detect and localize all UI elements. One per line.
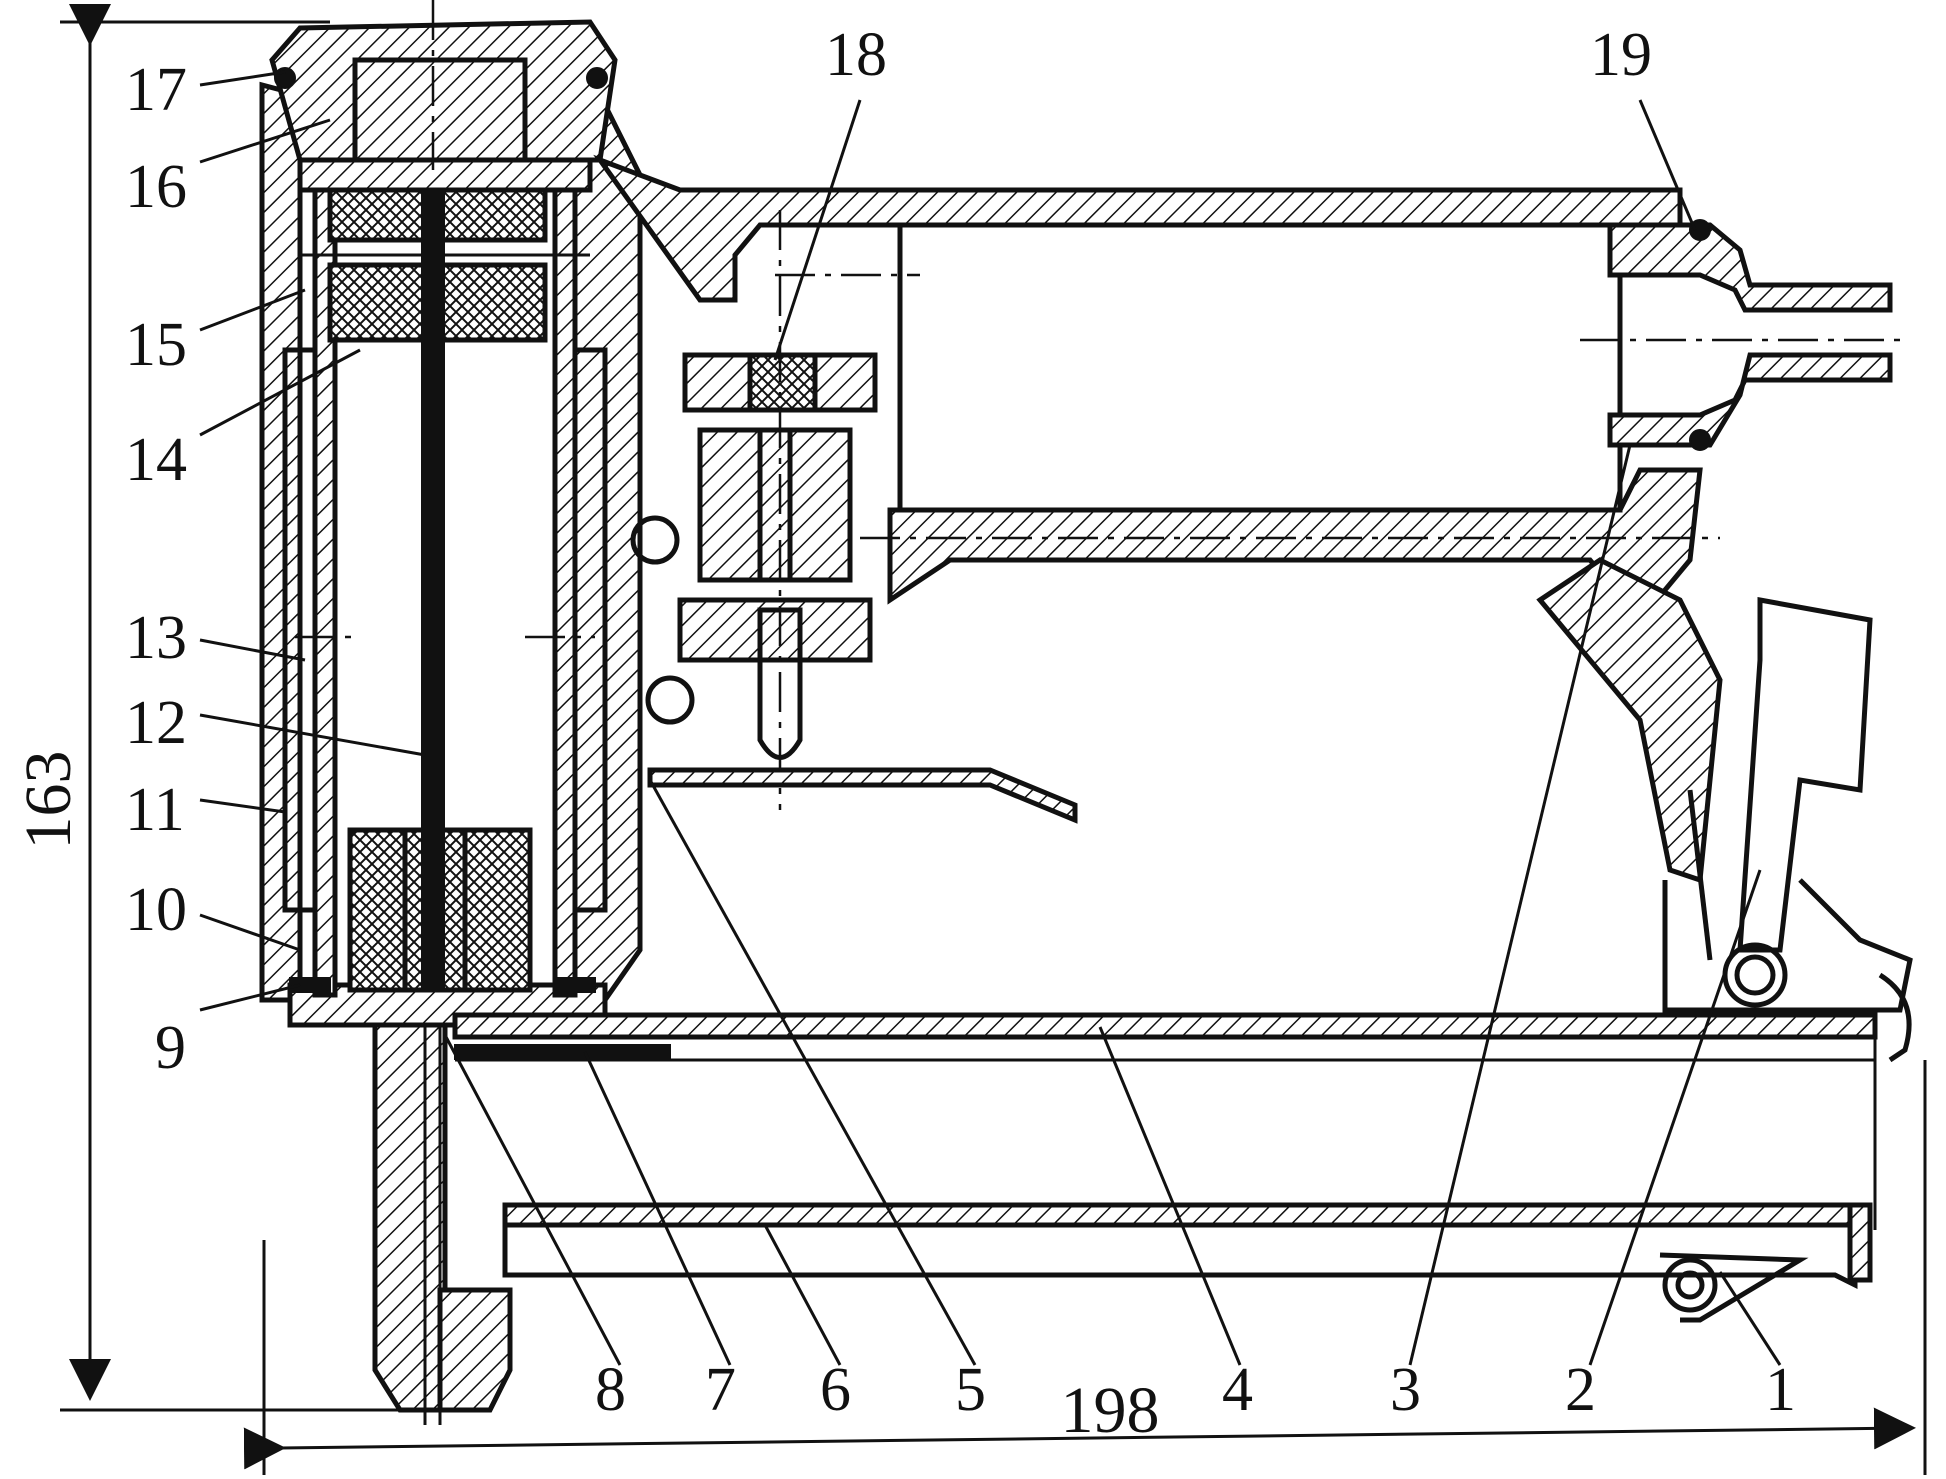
seals [274, 67, 608, 993]
callout-3: 3 [1390, 1356, 1421, 1424]
callout-16: 16 [125, 153, 187, 221]
height-dimension: 163 [12, 4, 420, 1412]
callout-7: 7 [705, 1356, 736, 1424]
callout-5: 5 [955, 1356, 986, 1424]
trigger-lever [647, 767, 1078, 824]
callout-18: 18 [825, 21, 887, 89]
callout-14: 14 [125, 426, 187, 494]
width-dimension-label: 198 [1061, 1374, 1160, 1447]
air-inlet-fitting [1607, 219, 1893, 451]
height-dimension-label: 163 [12, 751, 85, 850]
callout-1: 1 [1765, 1356, 1796, 1424]
callout-4: 4 [1222, 1356, 1253, 1424]
safety-arm [1662, 597, 1913, 1063]
callout-10: 10 [125, 876, 187, 944]
callout-15: 15 [125, 311, 187, 379]
nose-piece [372, 1022, 513, 1425]
callout-8: 8 [595, 1356, 626, 1424]
callout-17: 17 [125, 56, 187, 124]
magazine-rail [452, 1012, 1878, 1290]
part-callouts: 17 16 15 14 13 12 11 10 9 8 7 6 5 4 3 2 … [125, 21, 1796, 1424]
trigger-valve [630, 210, 878, 810]
callout-12: 12 [125, 689, 187, 757]
callout-11: 11 [125, 776, 185, 844]
driver-blade [421, 0, 445, 991]
cylinder-sleeve [282, 172, 608, 998]
callout-2: 2 [1565, 1356, 1596, 1424]
leader-lines [199, 70, 1782, 1366]
callout-19: 19 [1590, 21, 1652, 89]
pusher-pivot [1659, 1252, 1809, 1323]
width-dimension: 198 [243, 1060, 1927, 1475]
handle-strut [1536, 557, 1723, 884]
callout-6: 6 [820, 1356, 851, 1424]
callout-9: 9 [155, 1014, 186, 1082]
callout-13: 13 [125, 604, 187, 672]
